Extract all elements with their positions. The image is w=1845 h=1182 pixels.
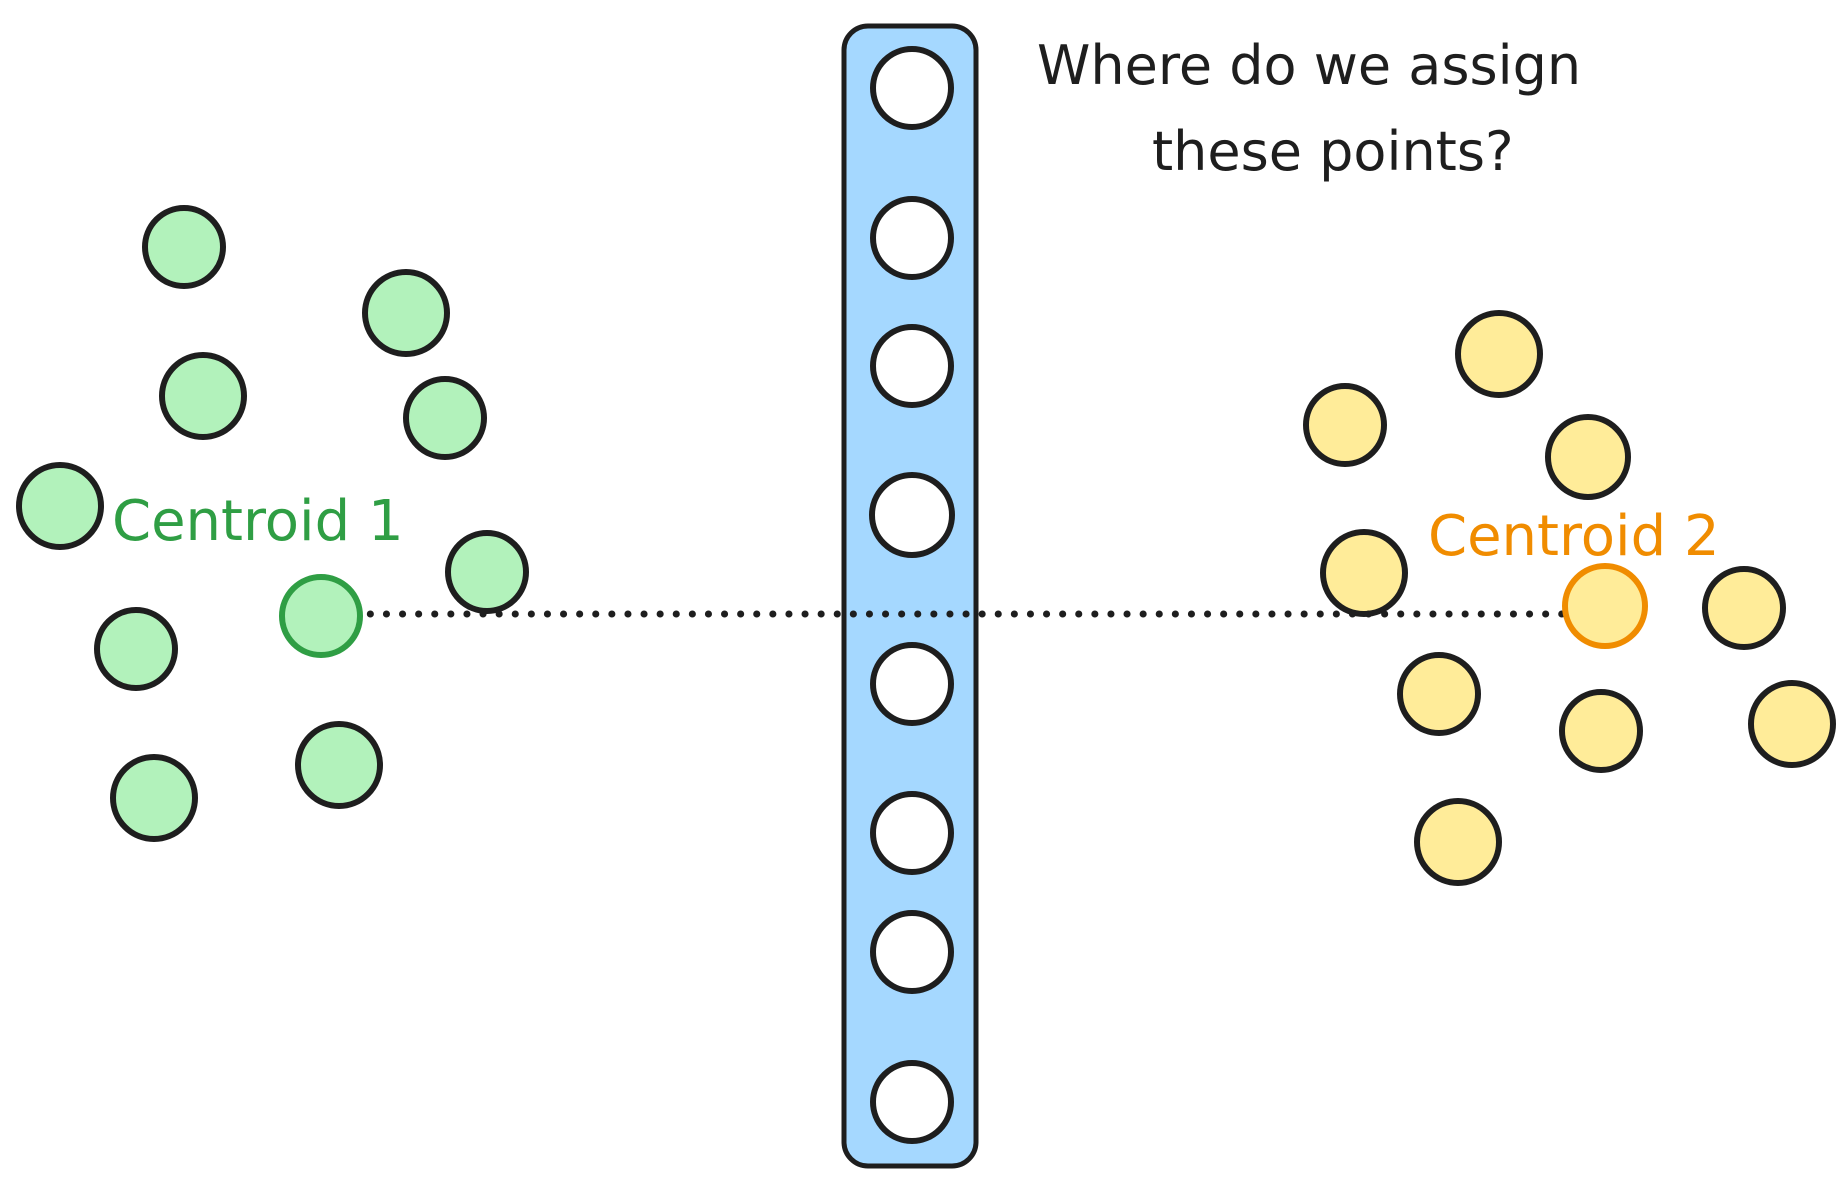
green-point [142,205,226,289]
orange-point [1559,689,1643,773]
boundary-point [869,472,955,558]
centroid-1-marker [279,574,363,658]
boundary-points [869,46,955,1144]
green-point [295,721,383,809]
orange-point [1414,798,1502,886]
boundary-rect [841,23,979,1169]
green-point [94,607,178,691]
boundary-point [870,910,954,994]
orange-point [1397,652,1481,736]
orange-point [1303,383,1387,467]
green-point [403,376,487,460]
orange-point [1702,566,1786,650]
orange-point [1748,680,1836,768]
boundary-point [870,46,954,130]
orange-point [1455,310,1543,398]
green-point [16,462,104,550]
boundary-point [870,196,954,280]
green-point [159,352,247,440]
green-point [110,754,198,842]
boundary-point [870,642,954,726]
orange-point [1545,414,1631,500]
green-cluster [16,205,529,842]
centroid-2-marker [1562,563,1648,649]
centroid-2-label: Centroid 2 [1428,504,1720,569]
green-point [445,530,529,614]
boundary-point [870,791,954,875]
centroid-1-label: Centroid 1 [112,489,404,554]
question-line-1: Where do we assign [1037,34,1581,97]
green-point [362,269,450,357]
orange-cluster [1303,310,1836,886]
boundary-band [841,23,979,1169]
boundary-point [870,1060,954,1144]
orange-point [1320,529,1408,617]
question-line-2: these points? [1152,120,1514,183]
boundary-point [870,324,954,408]
